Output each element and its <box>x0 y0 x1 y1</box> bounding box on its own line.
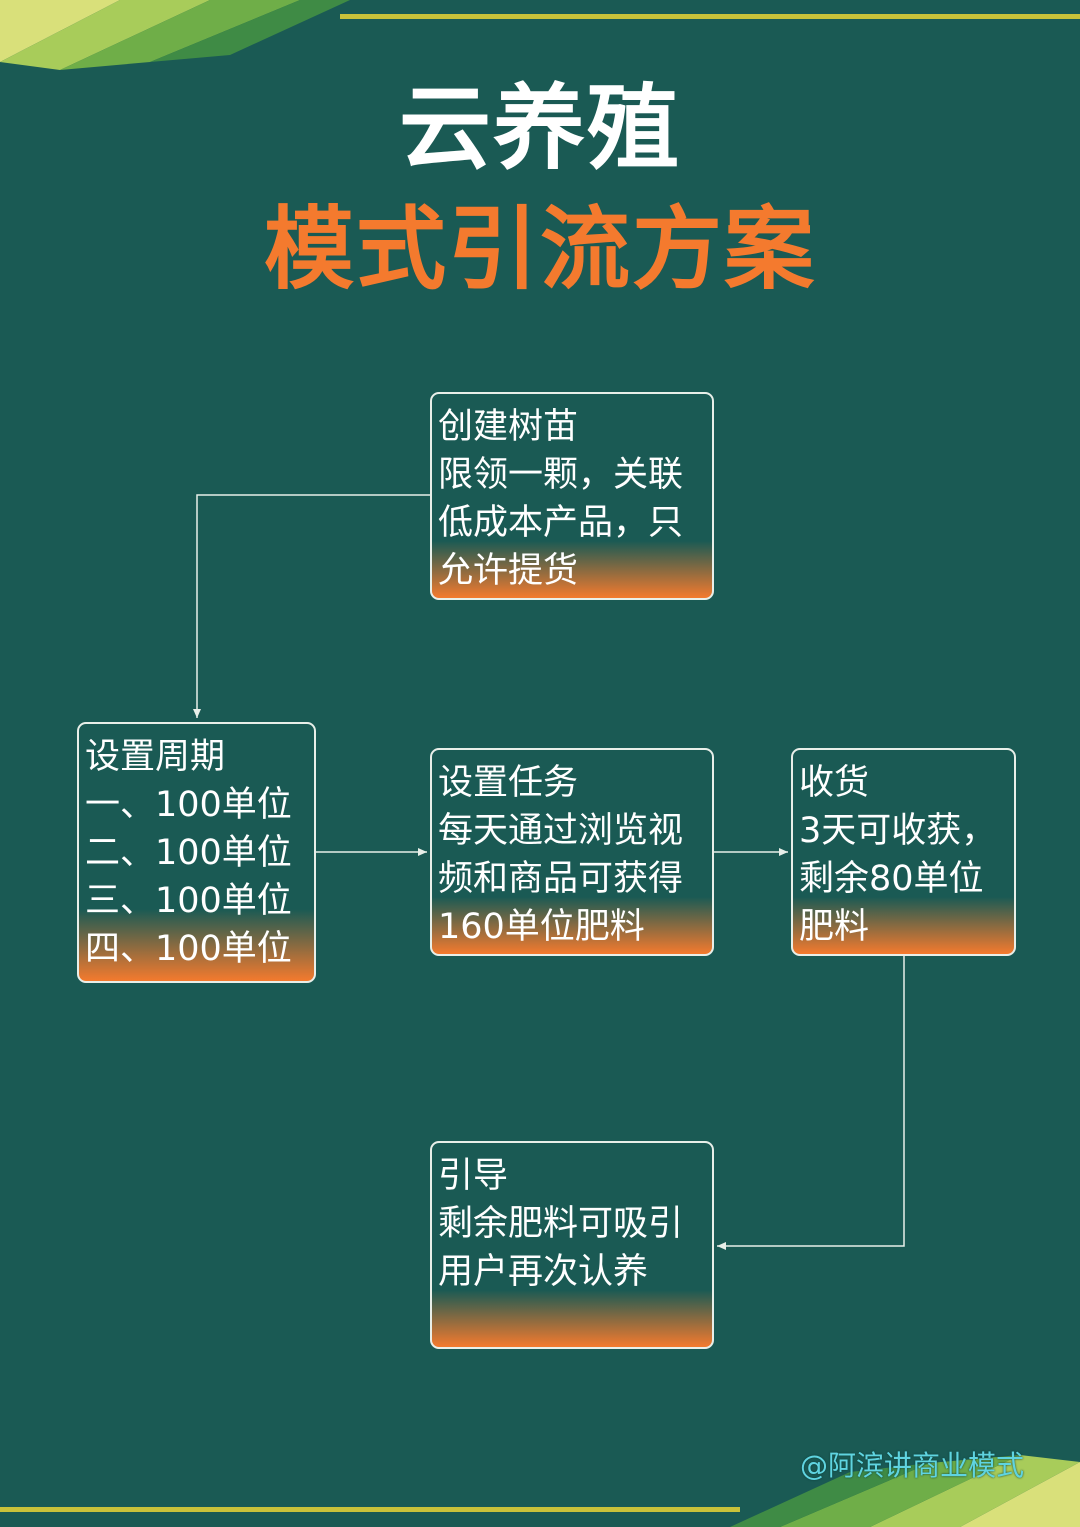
corner-shape-top-left-1 <box>0 0 120 62</box>
watermark: @阿滨讲商业模式 <box>800 1449 1025 1482</box>
node-create-line-1: 创建树苗 <box>438 407 579 447</box>
node-task-line-1: 设置任务 <box>438 763 579 803</box>
node-create-line-2: 限领一颗，关联 <box>438 455 684 495</box>
node-harvest-line-2: 3天可收获， <box>799 811 997 851</box>
page-title: 云养殖 <box>398 75 681 182</box>
node-task-line-4: 160单位肥料 <box>438 907 645 947</box>
top-stripe <box>340 14 1080 19</box>
node-harvest-line-4: 肥料 <box>799 907 870 947</box>
node-cycle-line-5: 四、100单位 <box>85 929 292 969</box>
node-create-line-3: 低成本产品，只 <box>438 503 684 543</box>
node-set-task: 设置任务 每天通过浏览视 频和商品可获得 160单位肥料 <box>430 748 714 956</box>
page-subtitle: 模式引流方案 <box>264 197 816 302</box>
node-cycle-line-3: 二、100单位 <box>85 833 292 873</box>
corner-shape-top-left-3 <box>60 0 300 70</box>
bottom-stripe <box>0 1507 740 1512</box>
node-guide-line-3: 用户再次认养 <box>438 1252 649 1292</box>
node-harvest-line-3: 剩余80单位 <box>799 859 984 899</box>
node-set-cycle: 设置周期 一、100单位 二、100单位 三、100单位 四、100单位 <box>77 722 316 983</box>
corner-shape-top-left-4 <box>150 0 350 62</box>
node-harvest-line-1: 收货 <box>799 763 870 803</box>
node-cycle-line-2: 一、100单位 <box>85 785 292 825</box>
node-task-line-3: 频和商品可获得 <box>438 859 684 899</box>
connector-harvest-to-guide <box>717 956 905 1250</box>
node-guide-line-2: 剩余肥料可吸引 <box>438 1204 684 1244</box>
node-cycle-line-4: 三、100单位 <box>85 881 292 921</box>
node-cycle-line-1: 设置周期 <box>85 737 226 777</box>
node-task-line-2: 每天通过浏览视 <box>438 811 684 851</box>
node-create-seedling: 创建树苗 限领一颗，关联 低成本产品，只 允许提货 <box>430 392 714 600</box>
connector-create-to-cycle <box>193 494 430 718</box>
node-create-line-4: 允许提货 <box>438 551 579 591</box>
node-guide: 引导 剩余肥料可吸引 用户再次认养 <box>430 1141 714 1349</box>
node-guide-line-1: 引导 <box>438 1156 509 1196</box>
corner-shape-top-left-2 <box>0 0 210 70</box>
node-harvest: 收货 3天可收获， 剩余80单位 肥料 <box>791 748 1016 956</box>
